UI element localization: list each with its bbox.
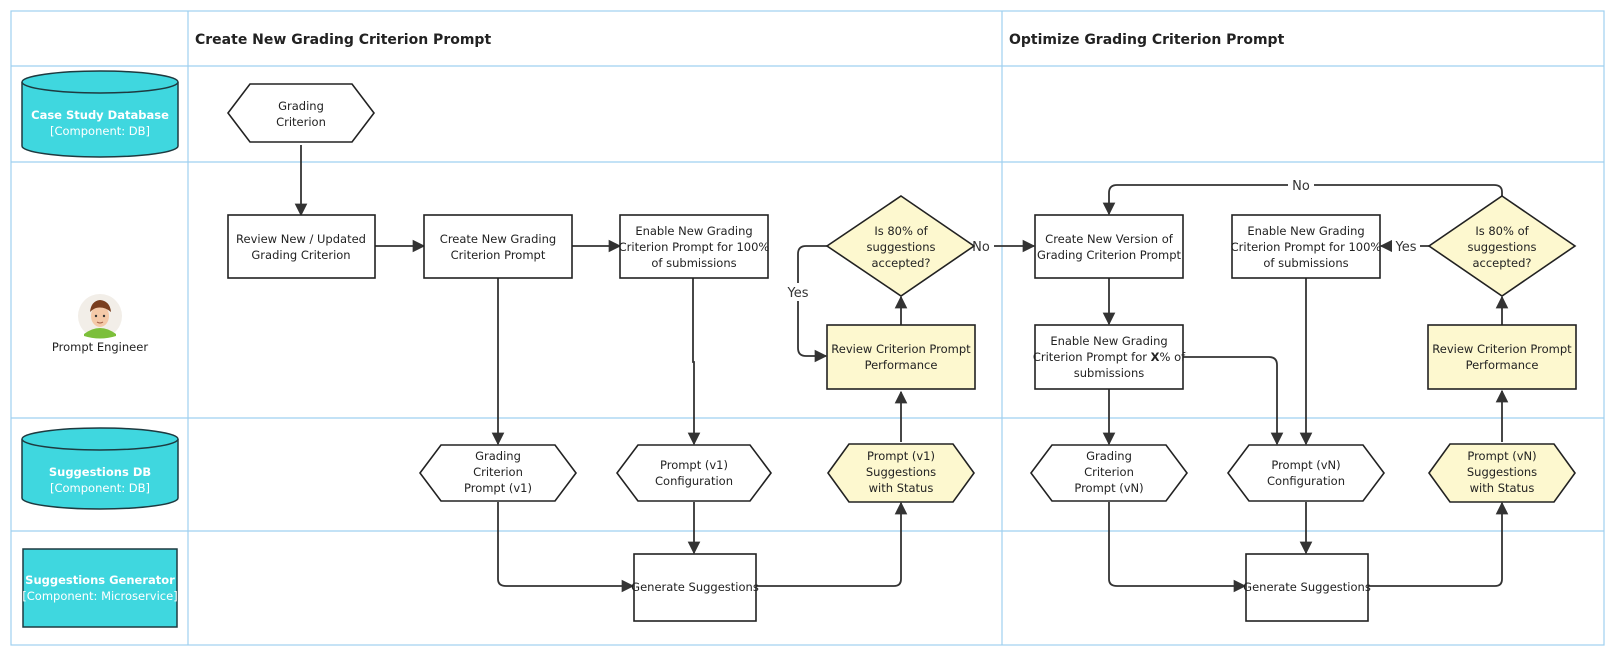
node-label: of submissions xyxy=(1263,256,1348,270)
node-label: with Status xyxy=(1470,481,1535,495)
node-criterion-prompt-v1: Grading Criterion Prompt (v1) xyxy=(419,444,577,502)
lane-suggestions-db: Suggestions DB [Component: DB] xyxy=(21,427,179,510)
node-review-criterion: Review New / Updated Grading Criterion xyxy=(227,214,376,279)
node-label: Prompt (v1) xyxy=(660,458,728,472)
node-label: suggestions xyxy=(867,240,936,254)
node-create-prompt: Create New Grading Criterion Prompt xyxy=(423,214,573,279)
node-label: suggestions xyxy=(1468,240,1537,254)
node-label: submissions xyxy=(1074,366,1144,380)
node-decision-a: Is 80% of suggestions accepted? xyxy=(825,195,976,297)
person-avatar-icon xyxy=(78,294,122,339)
node-new-version: Create New Version of Grading Criterion … xyxy=(1034,214,1184,279)
node-label: Is 80% of xyxy=(1475,224,1529,238)
node-label: of submissions xyxy=(651,256,736,270)
node-decision-b: Is 80% of suggestions accepted? xyxy=(1427,195,1577,297)
edge-connector xyxy=(497,502,635,593)
node-label: Create New Version of xyxy=(1045,232,1174,246)
node-enable-100-a: Enable New Grading Criterion Prompt for … xyxy=(619,214,770,279)
node-label: Review Criterion Prompt xyxy=(831,342,971,356)
lane-title: Suggestions DB xyxy=(49,465,151,479)
edge-connector xyxy=(1108,502,1247,593)
column-title-optimize: Optimize Grading Criterion Prompt xyxy=(1009,32,1285,48)
node-config-vn: Prompt (vN) Configuration xyxy=(1227,444,1385,502)
node-generate-a: Generate Suggestions xyxy=(631,553,759,622)
edge-label-no: No xyxy=(1292,179,1310,194)
node-enable-x: Enable New Grading Criterion Prompt for … xyxy=(1033,324,1186,390)
node-generate-b: Generate Suggestions xyxy=(1243,553,1371,622)
node-label: Criterion Prompt xyxy=(451,248,546,262)
database-cylinder-top xyxy=(21,427,179,451)
node-label: Create New Grading xyxy=(440,232,556,246)
node-config-v1: Prompt (v1) Configuration xyxy=(616,444,772,502)
node-label: Generate Suggestions xyxy=(631,580,759,594)
node-label: Enable New Grading xyxy=(1247,224,1364,238)
node-label: Criterion xyxy=(276,115,326,129)
lane-suggestions-generator: Suggestions Generator [Component: Micros… xyxy=(22,548,178,628)
lane-title: Suggestions Generator xyxy=(25,573,175,587)
edge-label-yes: Yes xyxy=(1395,240,1417,255)
nodes: Grading Criterion Review New / Updated G… xyxy=(226,83,1577,622)
edge-connector xyxy=(687,278,701,446)
node-label: Criterion Prompt for X% of xyxy=(1033,350,1186,364)
grid-border xyxy=(10,10,1605,646)
node-label: Grading xyxy=(1086,449,1132,463)
node-label: Review Criterion Prompt xyxy=(1432,342,1572,356)
lane-case-study-database: Case Study Database [Component: DB] xyxy=(21,70,179,158)
lane-prompt-engineer: Prompt Engineer xyxy=(52,294,148,354)
node-review-performance-a: Review Criterion Prompt Performance xyxy=(826,324,976,390)
edge-connector xyxy=(1368,501,1509,587)
node-label: accepted? xyxy=(1472,256,1531,270)
node-label: Grading xyxy=(278,99,324,113)
lane-title: Prompt Engineer xyxy=(52,340,148,354)
edge-label-yes: Yes xyxy=(787,286,809,301)
node-criterion-prompt-vn: Grading Criterion Prompt (vN) xyxy=(1030,444,1188,502)
node-enable-100-b: Enable New Grading Criterion Prompt for … xyxy=(1231,214,1382,279)
node-label: Criterion xyxy=(1084,465,1134,479)
node-label: accepted? xyxy=(871,256,930,270)
node-review-performance-b: Review Criterion Prompt Performance xyxy=(1427,324,1577,390)
edges xyxy=(294,145,1509,593)
node-label: Prompt (vN) xyxy=(1271,458,1340,472)
node-label: Configuration xyxy=(1267,474,1345,488)
column-title-create: Create New Grading Criterion Prompt xyxy=(195,32,491,48)
node-label: Criterion Prompt for 100% xyxy=(1231,240,1382,254)
edge-labels: No Yes Yes No xyxy=(784,176,1420,301)
node-label: Suggestions xyxy=(1467,465,1537,479)
node-suggestions-status-v1: Prompt (v1) Suggestions with Status xyxy=(827,443,975,503)
node-label: Enable New Grading xyxy=(635,224,752,238)
edge-label-no: No xyxy=(972,240,990,255)
node-label: Enable New Grading xyxy=(1050,334,1167,348)
lane-subtitle: [Component: Microservice] xyxy=(22,589,177,603)
microservice-box-icon xyxy=(22,548,178,628)
edge-connector xyxy=(756,501,908,587)
node-label: Grading Criterion xyxy=(251,248,350,262)
node-grading-criterion: Grading Criterion xyxy=(226,83,376,143)
node-label: Prompt (v1) xyxy=(464,481,532,495)
edge-connector xyxy=(1183,356,1284,446)
node-label: Criterion Prompt for 100% xyxy=(619,240,770,254)
node-label: Grading xyxy=(475,449,521,463)
node-label: Prompt (v1) xyxy=(867,449,935,463)
database-cylinder-icon xyxy=(21,82,179,158)
node-label: Configuration xyxy=(655,474,733,488)
node-label: Generate Suggestions xyxy=(1243,580,1371,594)
node-label: Is 80% of xyxy=(874,224,928,238)
node-label: Performance xyxy=(865,358,938,372)
node-suggestions-status-vn: Prompt (vN) Suggestions with Status xyxy=(1428,443,1576,503)
lane-grid xyxy=(10,10,1605,646)
node-label: Review New / Updated xyxy=(236,232,366,246)
database-cylinder-icon xyxy=(21,439,179,510)
node-label: with Status xyxy=(869,481,934,495)
lane-title: Case Study Database xyxy=(31,108,169,122)
lane-subtitle: [Component: DB] xyxy=(50,124,150,138)
node-label: Criterion xyxy=(473,465,523,479)
lane-subtitle: [Component: DB] xyxy=(50,481,150,495)
node-label: Performance xyxy=(1466,358,1539,372)
database-cylinder-top xyxy=(21,70,179,94)
node-label: Grading Criterion Prompt xyxy=(1037,248,1182,262)
node-label: Prompt (vN) xyxy=(1467,449,1536,463)
node-label: Prompt (vN) xyxy=(1074,481,1143,495)
node-label: Suggestions xyxy=(866,465,936,479)
